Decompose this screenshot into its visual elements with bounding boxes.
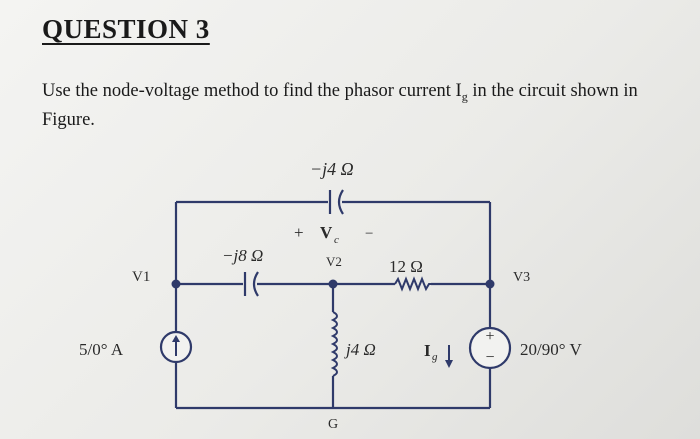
- cap-top-label: −j4 Ω: [310, 159, 354, 179]
- problem-statement: Use the node-voltage method to find the …: [42, 80, 662, 132]
- vc-minus: −: [365, 226, 373, 242]
- current-source-label: 5/0° A: [79, 340, 124, 359]
- node-v3-label: V3: [513, 270, 530, 285]
- vc-label: V: [320, 223, 333, 242]
- problem-text-before: Use the node-voltage method to find the …: [42, 81, 462, 101]
- inductor-label: j4 Ω: [344, 340, 376, 359]
- current-source: [159, 330, 193, 364]
- node-v2-label: V2: [326, 254, 342, 269]
- capacitor-top: [328, 189, 344, 215]
- vs-minus: −: [485, 349, 494, 366]
- vs-plus: +: [485, 328, 494, 345]
- question-title: QUESTION 3: [42, 14, 210, 44]
- vc-plus: +: [294, 223, 304, 242]
- capacitor-left: [243, 271, 259, 297]
- node-g-label: G: [328, 417, 338, 432]
- current-subscript: g: [432, 351, 438, 363]
- voltage-source: + −: [468, 326, 512, 370]
- circuit-wires: [174, 200, 492, 410]
- ig-arrow: [445, 345, 453, 368]
- current-label: I: [424, 341, 431, 360]
- voltage-source-label: 20/90° V: [520, 340, 582, 359]
- arrow-up-icon: [172, 335, 180, 342]
- cap-left-label: −j8 Ω: [222, 246, 263, 265]
- resistor-12-ohm: [394, 276, 431, 292]
- node-v2-dot: [328, 279, 338, 289]
- vc-subscript: c: [334, 234, 339, 246]
- arrow-down-icon: [445, 360, 453, 368]
- problem-text-after: in the circuit shown in Figure.: [42, 81, 638, 130]
- inductor-j4: [330, 311, 338, 377]
- problem-text-subscript: g: [461, 89, 468, 104]
- node-v1-dot: [171, 279, 181, 289]
- resistor-label: 12 Ω: [389, 257, 423, 276]
- node-v1-label: V1: [132, 269, 150, 285]
- node-v3-dot: [485, 279, 495, 289]
